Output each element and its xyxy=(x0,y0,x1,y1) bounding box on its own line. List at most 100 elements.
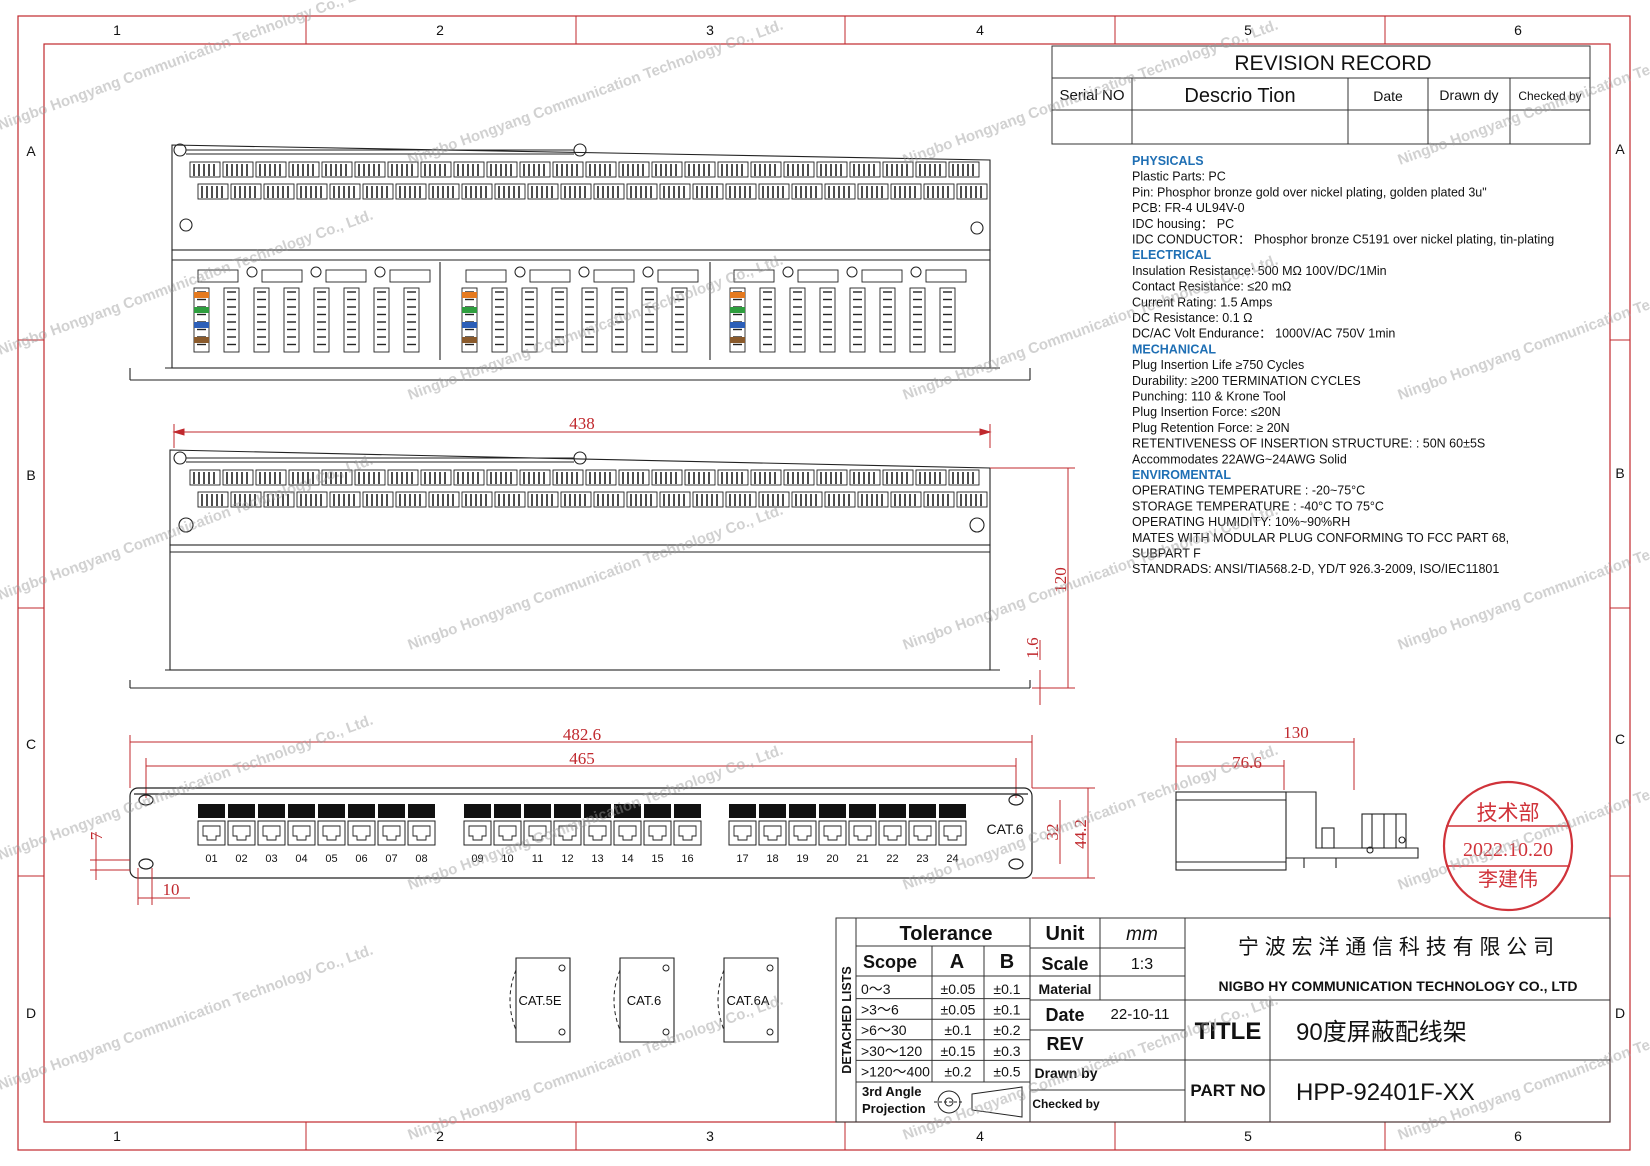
rj45-jack-icon xyxy=(262,825,281,841)
tolerance-row-lines xyxy=(856,998,1030,1061)
side-rear-slot xyxy=(288,469,320,486)
dimension-label-438: 438 xyxy=(569,414,595,433)
clip-cat6: CAT.6 xyxy=(613,957,675,1043)
side-rear-slot xyxy=(519,469,551,486)
screw-icon xyxy=(642,266,654,278)
rj45-port xyxy=(493,820,522,846)
top-rear-slot xyxy=(222,161,254,178)
dimension-label-465: 465 xyxy=(569,749,595,768)
clip-label-cat6a: CAT.6A xyxy=(726,993,769,1008)
spec-line: DC/AC Volt Endurance： 1000V/AC 750V 1min xyxy=(1132,327,1395,341)
side-rear-slot xyxy=(750,469,782,486)
grid-col-4-bottom: 4 xyxy=(976,1128,984,1144)
side-rear-slot xyxy=(230,491,262,508)
side-rear-slot xyxy=(461,491,493,508)
top-rear-slot xyxy=(890,183,922,200)
port-number: 12 xyxy=(561,853,573,865)
spec-line: Plug Retention Force: ≥ 20N xyxy=(1132,421,1290,435)
idc-block xyxy=(641,287,658,353)
dimension-side-depth xyxy=(1175,738,1355,790)
top-rear-slot xyxy=(329,183,361,200)
idc-block xyxy=(521,287,538,353)
top-rear-slot xyxy=(849,161,881,178)
tolerance-b: ±0.5 xyxy=(993,1063,1020,1079)
tolerance-b: ±0.2 xyxy=(993,1022,1020,1038)
color-code-mark xyxy=(194,307,209,313)
side-rear-slot xyxy=(948,469,980,486)
port-number: 18 xyxy=(766,853,778,865)
grid-row-b-right: B xyxy=(1615,465,1624,481)
port-label-strip xyxy=(584,804,611,818)
side-rear-slot xyxy=(816,469,848,486)
dimension-label-76-6: 76.6 xyxy=(1232,753,1262,772)
dimension-120 xyxy=(990,467,1075,705)
top-rear-slot xyxy=(486,161,518,178)
revision-header-serial: Serial NO xyxy=(1059,87,1124,104)
port-label-strip xyxy=(464,804,491,818)
side-rear-slot xyxy=(552,469,584,486)
stamp-name: 李建伟 xyxy=(1478,867,1538,891)
dimension-482-6 xyxy=(129,735,1033,798)
rj45-jack-icon xyxy=(468,825,487,841)
top-rear-slot xyxy=(882,161,914,178)
checked-by-label: Checked by xyxy=(1032,1097,1100,1111)
spec-heading-1: ELECTRICAL xyxy=(1132,248,1212,262)
dimension-label-130: 130 xyxy=(1283,723,1309,742)
rj45-port xyxy=(613,820,642,846)
idc-block xyxy=(253,287,270,353)
port-number: 21 xyxy=(856,853,868,865)
company-name-chinese: 宁 波 宏 洋 通 信 科 技 有 限 公 司 xyxy=(1238,936,1554,959)
side-rear-slot xyxy=(758,491,790,508)
port-label-strip xyxy=(909,804,936,818)
watermark-text: Ningbo Hongyang Communication Technology… xyxy=(406,17,786,169)
port-label-strip xyxy=(288,804,315,818)
port-label-strip xyxy=(759,804,786,818)
top-rear-slot xyxy=(189,161,221,178)
top-rear-slot xyxy=(428,183,460,200)
grid-row-a-left: A xyxy=(26,143,36,159)
top-rear-slot xyxy=(585,161,617,178)
spec-line: Pin: Phosphor bronze gold over nickel pl… xyxy=(1132,185,1487,199)
port-number: 14 xyxy=(621,853,633,865)
port-number: 07 xyxy=(385,853,397,865)
top-rear-slot xyxy=(560,183,592,200)
side-rear-slot xyxy=(486,469,518,486)
top-rear-slot xyxy=(519,161,551,178)
title-value: 90度屏蔽配线架 xyxy=(1296,1019,1467,1046)
side-rear-slot xyxy=(659,491,691,508)
side-rear-slot xyxy=(263,491,295,508)
rj45-jack-icon xyxy=(648,825,667,841)
port-label-strip xyxy=(644,804,671,818)
rj45-port xyxy=(878,820,907,846)
side-rear-slot xyxy=(791,491,823,508)
port-number: 23 xyxy=(916,853,928,865)
idc-block xyxy=(223,287,240,353)
tolerance-col-a: A xyxy=(950,951,964,973)
rj45-port xyxy=(523,820,552,846)
revision-record-table: REVISION RECORD Serial NO Descrio Tion D… xyxy=(1051,45,1591,145)
dimension-label-482-6: 482.6 xyxy=(563,725,601,744)
dimension-front-height xyxy=(90,787,1095,905)
title-label: TITLE xyxy=(1195,1018,1262,1045)
idc-block xyxy=(939,287,956,353)
spec-line: IDC CONDUCTOR： Phosphor bronze C5191 ove… xyxy=(1132,233,1554,247)
top-rear-slot xyxy=(692,183,724,200)
spec-line: SUBPART F xyxy=(1132,547,1201,561)
top-rear-slot xyxy=(593,183,625,200)
top-rear-slot xyxy=(758,183,790,200)
rj45-jack-icon xyxy=(322,825,341,841)
side-rear-slot xyxy=(783,469,815,486)
port-label-strip xyxy=(939,804,966,818)
grid-col-1-top: 1 xyxy=(113,22,121,38)
port-number: 04 xyxy=(295,853,307,865)
grid-col-5-top: 5 xyxy=(1244,22,1252,38)
idc-block xyxy=(909,287,926,353)
label-window xyxy=(389,269,431,283)
label-window xyxy=(529,269,571,283)
top-rear-slot xyxy=(453,161,485,178)
top-rear-slot xyxy=(948,161,980,178)
spec-line: MATES WITH MODULAR PLUG CONFORMING TO FC… xyxy=(1132,531,1509,545)
port-label-strip xyxy=(318,804,345,818)
watermark-text: Ningbo Hongyang Communication Technology… xyxy=(901,502,1281,654)
